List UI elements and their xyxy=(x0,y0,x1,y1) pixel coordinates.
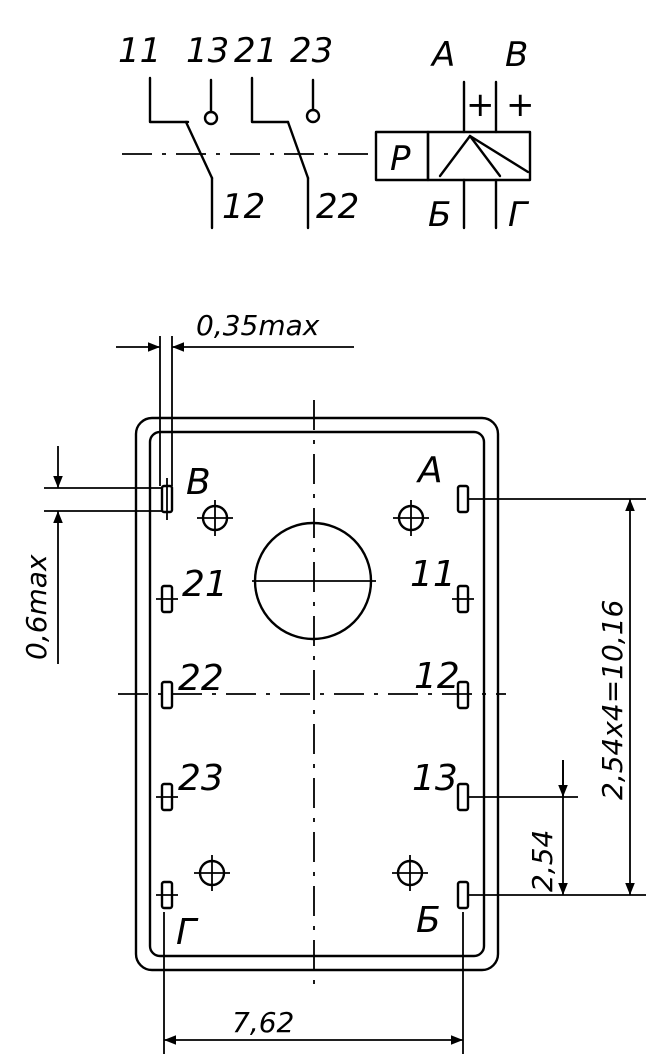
pin-right-12 xyxy=(456,680,470,710)
contact-13-label: 13 xyxy=(186,31,229,71)
dimension-row-pitch-total-label: 2,54x4=10,16 xyxy=(596,600,629,800)
dimension-row-pitch-label: 2,54 xyxy=(526,830,559,892)
terminal-v-label: В xyxy=(505,35,528,75)
coil-winding-zigzag xyxy=(438,134,502,178)
dimension-pin-width: 0,6max xyxy=(20,446,162,664)
pin-left-23 xyxy=(156,782,178,812)
pin-right-b xyxy=(456,880,470,910)
contact-11-line xyxy=(148,76,190,124)
pin-label-13: 13 xyxy=(412,758,458,799)
terminal-g-label: Г xyxy=(508,195,530,235)
pin-left-22 xyxy=(160,680,174,710)
schematic: 11 13 12 21 23 22 Р xyxy=(118,31,535,235)
coil-winding-diagonal xyxy=(468,134,530,174)
coil-p-label: Р xyxy=(390,139,411,179)
dimension-row-pitch-total: 2,54x4=10,16 xyxy=(468,498,646,896)
contact-22-label: 22 xyxy=(316,187,359,227)
contact-21-label: 21 xyxy=(234,31,277,71)
mounting-hole-icon xyxy=(392,855,428,891)
pin-label-23: 23 xyxy=(178,758,224,799)
pin-label-v: В xyxy=(186,462,211,503)
contact-23-label: 23 xyxy=(290,31,333,71)
pin-label-12: 12 xyxy=(414,656,460,697)
contact-group-1: 11 13 12 xyxy=(118,31,265,230)
contact-group-2: 21 23 22 xyxy=(234,31,359,230)
dimension-row-pitch: 2,54 xyxy=(468,760,578,895)
pin-right-a xyxy=(456,484,470,514)
dimension-pin-offset: 0,35max xyxy=(116,309,354,486)
pin-left-v xyxy=(160,478,174,520)
pin-right-11 xyxy=(452,584,474,614)
footprint: В 21 22 23 Г А 11 12 13 Б xyxy=(118,400,506,990)
pin-label-11: 11 xyxy=(410,554,456,595)
dimension-column-spacing-label: 7,62 xyxy=(232,1006,294,1039)
pin-label-g: Г xyxy=(176,912,199,953)
contact-21-line xyxy=(250,76,290,124)
mounting-hole-icon xyxy=(197,500,233,536)
pin-left-21 xyxy=(156,584,178,614)
pin-label-22: 22 xyxy=(178,658,224,699)
terminal-v-polarity: + xyxy=(506,85,535,125)
pin-label-b: Б xyxy=(416,900,441,941)
mounting-hole-icon xyxy=(194,855,230,891)
contact-2-blade xyxy=(286,120,310,180)
dimensions: 0,35max 0,6max 2,54x4=10,16 2,54 xyxy=(20,309,646,1054)
contact-1-blade xyxy=(184,120,214,180)
coil-symbol: Р А В + + Б Г xyxy=(374,35,535,235)
terminal-b-label: Б xyxy=(428,195,451,235)
dimension-column-spacing: 7,62 xyxy=(163,912,464,1054)
terminal-a-polarity: + xyxy=(466,85,495,125)
coil-winding-box xyxy=(426,130,532,182)
pin-label-21: 21 xyxy=(182,564,228,605)
pin-right-13 xyxy=(456,782,470,812)
pin-label-a: А xyxy=(416,450,443,491)
mounting-hole-icon xyxy=(393,500,429,536)
contact-11-label: 11 xyxy=(118,31,161,71)
contact-23-terminal-icon xyxy=(305,108,321,124)
terminal-a-label: А xyxy=(430,35,455,75)
dimension-pin-offset-label: 0,35max xyxy=(196,309,320,342)
contact-13-terminal-icon xyxy=(203,110,219,126)
contact-12-label: 12 xyxy=(222,187,265,227)
dimension-pin-width-label: 0,6max xyxy=(20,554,53,660)
pin-left-g xyxy=(156,880,178,910)
